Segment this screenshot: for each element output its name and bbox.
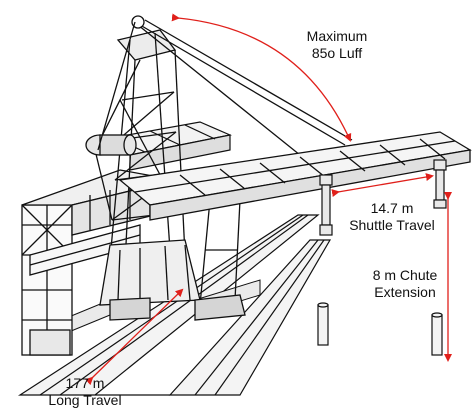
luff-line2: 85o Luff (311, 45, 363, 61)
shuttle-line2: Shuttle Travel (349, 217, 435, 233)
chute-line2: Extension (374, 284, 436, 300)
counterweight-drum (85, 134, 137, 156)
luff-arc-arrow (171, 13, 352, 142)
long-travel-line2: Long Travel (48, 392, 122, 408)
shuttle-line1: 14.7 m (370, 200, 414, 216)
long-travel-arrow (84, 288, 184, 386)
long-travel-annotation: 177 m Long Travel (42, 375, 128, 409)
luff-line1: Maximum (306, 28, 368, 44)
shuttle-annotation: 14.7 m Shuttle Travel (340, 200, 444, 234)
luff-annotation: Maximum 85o Luff (300, 28, 374, 62)
chute-annotation: 8 m Chute Extension (368, 267, 442, 301)
boom (118, 131, 472, 221)
chute-extension-posts (317, 302, 443, 356)
loading-chutes (319, 159, 447, 236)
chute-line1: 8 m Chute (372, 267, 438, 283)
shuttle-arrow (331, 173, 434, 197)
long-travel-line1: 177 m (65, 375, 105, 391)
dimension-arrows (84, 13, 452, 386)
